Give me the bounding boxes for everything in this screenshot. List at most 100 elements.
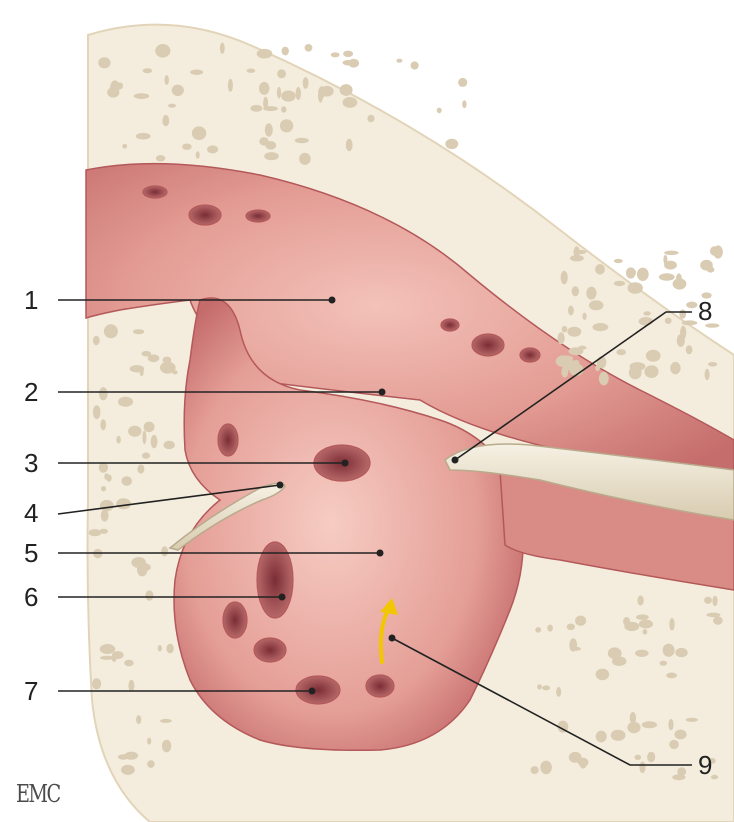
bone-pore	[411, 61, 419, 69]
bone-pore	[299, 153, 311, 165]
bone-pore	[296, 87, 301, 100]
bone-pore	[630, 362, 646, 371]
opening-7b	[366, 675, 394, 697]
opening-top-3	[246, 210, 270, 222]
bone-pore	[664, 251, 679, 255]
opening-7c	[254, 638, 286, 662]
bone-pore	[586, 287, 596, 300]
bone-pore	[228, 79, 233, 92]
bone-pore	[98, 57, 110, 68]
bone-pore	[616, 349, 626, 355]
bone-pore	[277, 87, 281, 99]
bone-pore	[635, 650, 649, 657]
bone-pore	[637, 268, 649, 281]
bone-pore	[670, 362, 680, 374]
bone-pore	[713, 245, 723, 258]
bone-pore	[190, 70, 203, 75]
bone-pore	[558, 332, 565, 344]
bone-pore	[677, 767, 686, 776]
bone-pore	[142, 452, 150, 458]
bone-pore	[445, 139, 458, 149]
label-3: 3	[24, 450, 38, 476]
bone-pore	[575, 616, 586, 626]
bone-pore	[647, 752, 655, 763]
bone-pore	[182, 144, 192, 150]
bone-pore	[686, 345, 693, 354]
bone-pore	[128, 426, 141, 437]
bone-pore	[265, 141, 276, 150]
leader-dot-2	[379, 389, 386, 396]
bone-pore	[668, 719, 673, 730]
bone-pore	[578, 346, 586, 350]
bone-pore	[162, 740, 171, 753]
bone-pore	[172, 85, 184, 96]
label-6: 6	[24, 584, 38, 610]
bone-pore	[642, 721, 657, 728]
bone-pore	[614, 281, 625, 286]
bone-pore	[679, 309, 686, 318]
bone-pore	[612, 656, 626, 666]
bone-pore	[247, 69, 256, 73]
bone-pore	[143, 68, 152, 73]
bone-pore	[118, 397, 133, 407]
bone-pore	[599, 372, 609, 386]
bone-pore	[158, 645, 162, 651]
bone-pore	[263, 106, 278, 111]
bone-pore	[343, 97, 358, 108]
bone-pore	[164, 441, 175, 449]
bone-pore	[595, 365, 600, 371]
bone-pore	[437, 108, 442, 114]
bone-pore	[112, 651, 124, 659]
bone-pore	[156, 155, 165, 161]
bone-pore	[101, 509, 109, 521]
leader-dot-7	[309, 688, 316, 695]
bone-pore	[172, 370, 178, 374]
bone-pore	[570, 255, 584, 261]
bone-pore	[116, 436, 121, 444]
bone-pore	[589, 300, 604, 310]
leader-dot-9	[389, 635, 396, 642]
bone-pore	[192, 126, 206, 140]
bone-pore	[121, 765, 135, 775]
bone-pore	[705, 369, 710, 380]
bone-pore	[628, 282, 643, 294]
bone-pore	[100, 644, 116, 654]
bone-pore	[118, 754, 129, 759]
bone-pore	[110, 80, 120, 94]
bone-pore	[535, 627, 541, 633]
bone-pore	[106, 475, 111, 482]
bone-pore	[160, 719, 172, 723]
bone-pore	[148, 354, 160, 362]
bone-pore	[265, 123, 273, 136]
bone-pore	[133, 329, 144, 334]
bone-pore	[100, 500, 114, 511]
bone-pore	[101, 486, 106, 491]
bone-pore	[708, 362, 717, 367]
bone-pore	[568, 306, 574, 316]
bone-pore	[666, 673, 677, 679]
opening-6b	[223, 602, 247, 638]
bone-pore	[128, 680, 134, 692]
bone-pore	[686, 718, 698, 722]
bone-pore	[627, 722, 640, 733]
bone-pore	[259, 82, 269, 95]
bone-pore	[570, 647, 581, 651]
bone-pore	[643, 629, 648, 635]
bone-pore	[281, 106, 286, 112]
bone-pore	[704, 597, 712, 604]
bone-pore	[145, 590, 153, 600]
bone-pore	[582, 313, 586, 320]
label-9: 9	[698, 752, 712, 778]
bone-pore	[663, 255, 667, 265]
label-5: 5	[24, 540, 38, 566]
bone-pore	[596, 731, 607, 743]
bone-pore	[257, 49, 273, 59]
bone-pore	[207, 145, 218, 153]
bone-pore	[281, 91, 296, 102]
bone-pore	[676, 273, 682, 283]
bone-pore	[157, 47, 162, 51]
label-2: 2	[24, 379, 38, 405]
label-8: 8	[698, 298, 712, 324]
